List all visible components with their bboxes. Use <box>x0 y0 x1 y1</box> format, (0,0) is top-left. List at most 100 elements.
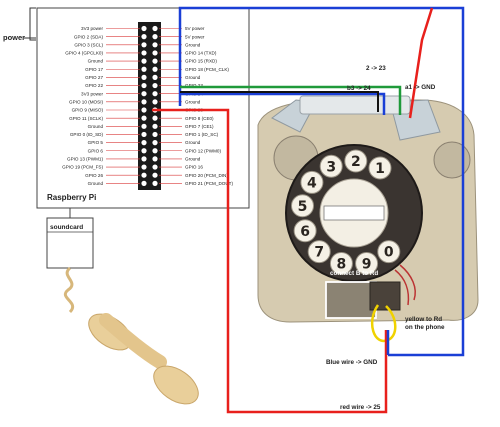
gpio-right-label: GPIO 12 (PWM0) <box>185 148 221 153</box>
gpio-right-label: 5V power <box>185 26 205 31</box>
dial-hole <box>307 240 331 264</box>
gpio-right-label: Ground <box>185 140 201 145</box>
gpio-left-label: GPIO 4 (GPCLK0) <box>65 51 103 56</box>
label-on-the-phone: on the phone <box>405 324 445 331</box>
gpio-pin-left <box>141 74 147 80</box>
internal-wires <box>394 264 416 306</box>
gpio-pin-left <box>141 25 147 32</box>
label-2-to-23: 2 -> 23 <box>366 65 386 72</box>
gpio-pin-right <box>152 131 158 138</box>
gpio-right-label: GPIO 16 <box>185 165 203 170</box>
blue-wire-gnd <box>180 92 386 115</box>
gpio-pin-right <box>152 115 158 121</box>
label-red-wire-25: red wire -> 25 <box>340 404 381 411</box>
gpio-pin-left <box>141 164 147 170</box>
gpio-pin-right <box>152 164 158 170</box>
gpio-left-label: Ground <box>88 59 104 64</box>
gpio-pin-right <box>152 99 158 105</box>
gpio-left-label: GPIO 26 <box>85 173 103 178</box>
gpio-right-label: GPIO 20 (PCM_DIN) <box>185 173 228 178</box>
gpio-pin-right <box>152 50 158 56</box>
dial-digit: 0 <box>384 245 394 261</box>
gpio-pin-left <box>141 91 147 97</box>
gpio-pin-left <box>141 99 147 105</box>
gpio-right-label: GPIO 8 (CE0) <box>185 116 214 121</box>
gpio-pin-right <box>152 74 158 80</box>
soundcard-label: soundcard <box>50 224 83 231</box>
gpio-pin-right <box>152 172 158 178</box>
gpio-right-label: GPIO 7 (CE1) <box>185 124 214 129</box>
dial-digit: 2 <box>351 154 361 170</box>
gpio-left-label: GPIO 17 <box>85 67 103 72</box>
gpio-left-label: GPIO 2 (SDA) <box>74 34 104 39</box>
gpio-right-label: GPIO 18 (PCM_CLK) <box>185 67 229 72</box>
gpio-pin-right <box>152 123 158 129</box>
gpio-pin-right <box>152 140 158 146</box>
gpio-pin-right <box>152 91 158 97</box>
gpio-pin-left <box>141 123 147 129</box>
gpio-pin-left <box>141 58 147 64</box>
gpio-pin-right <box>152 82 158 89</box>
gpio-pin-right <box>152 180 158 186</box>
gpio-pin-right <box>152 148 158 154</box>
gpio-right-label: Ground <box>185 75 201 80</box>
gpio-pin-left <box>141 140 147 146</box>
gpio-pin-grid <box>141 25 158 186</box>
handset-cord <box>64 266 74 314</box>
dial-hole <box>368 156 392 180</box>
gpio-right-label: Ground <box>185 99 201 104</box>
gpio-right-label: GPIO 21 (PCM_DOUT) <box>185 181 233 186</box>
gpio-pin-right <box>152 58 158 64</box>
gpio-left-label: Ground <box>88 124 104 129</box>
gpio-left-label: GPIO 5 <box>88 140 104 145</box>
gpio-pin-right <box>152 34 158 40</box>
gpio-left-label: GPIO 27 <box>85 75 103 80</box>
label-blue-wire-gnd: Blue wire -> GND <box>326 359 378 366</box>
gpio-left-label: GPIO 22 <box>85 83 103 88</box>
gpio-left-label: 3V3 power <box>81 91 103 96</box>
gpio-pin-left <box>141 50 147 56</box>
gpio-left-label: GPIO 13 (PWM1) <box>67 157 103 162</box>
gpio-left-label: Ground <box>88 181 104 186</box>
dial-hole <box>291 194 315 218</box>
dial-hole <box>377 240 401 264</box>
blue-wire-top <box>178 6 465 357</box>
cradle-bar <box>299 95 411 115</box>
gpio-right-label: Ground <box>185 42 201 47</box>
gpio-pin-left <box>141 180 147 186</box>
green-wire <box>180 85 402 115</box>
gpio-left-label: GPIO 19 (PCM_FS) <box>62 165 103 170</box>
gpio-right-label: Ground <box>185 157 201 162</box>
gpio-left-label: 3V3 power <box>81 26 103 31</box>
gpio-pin-right <box>152 25 158 32</box>
dial-hole <box>355 251 379 275</box>
dial-hole <box>300 170 324 194</box>
label-yellow-rd: yellow to Rd <box>405 316 442 323</box>
gpio-pin-left <box>141 156 147 162</box>
dial-hole <box>319 154 343 178</box>
gpio-left-label: GPIO 11 (SCLK) <box>69 116 103 121</box>
gpio-left-label: GPIO 6 <box>88 148 104 153</box>
gpio-right-label: 5V power <box>185 34 205 39</box>
gpio-right-label: GPIO 1 (ID_SC) <box>185 132 219 137</box>
gpio-left-label: GPIO 9 (MISO) <box>72 108 104 113</box>
gpio-pin-left <box>141 148 147 154</box>
gpio-left-label: GPIO 10 (MOSI) <box>69 99 103 104</box>
gpio-pin-left <box>141 131 147 138</box>
gpio-right-label: GPIO 15 (RXD) <box>185 59 217 64</box>
dial-digit: 4 <box>307 175 317 191</box>
gpio-pin-right <box>152 66 158 72</box>
label-b3-to-24: b3 -> 24 <box>347 85 371 92</box>
power-bracket <box>29 7 36 41</box>
gpio-pin-left <box>141 172 147 178</box>
dial-hole <box>293 219 317 243</box>
dial-hole <box>344 149 368 173</box>
gpio-pin-left <box>141 115 147 121</box>
raspberry-pi-label: Raspberry Pi <box>47 193 96 202</box>
dial-digit: 3 <box>326 159 336 175</box>
gpio-left-label: GPIO 0 (ID_SD) <box>70 132 104 137</box>
